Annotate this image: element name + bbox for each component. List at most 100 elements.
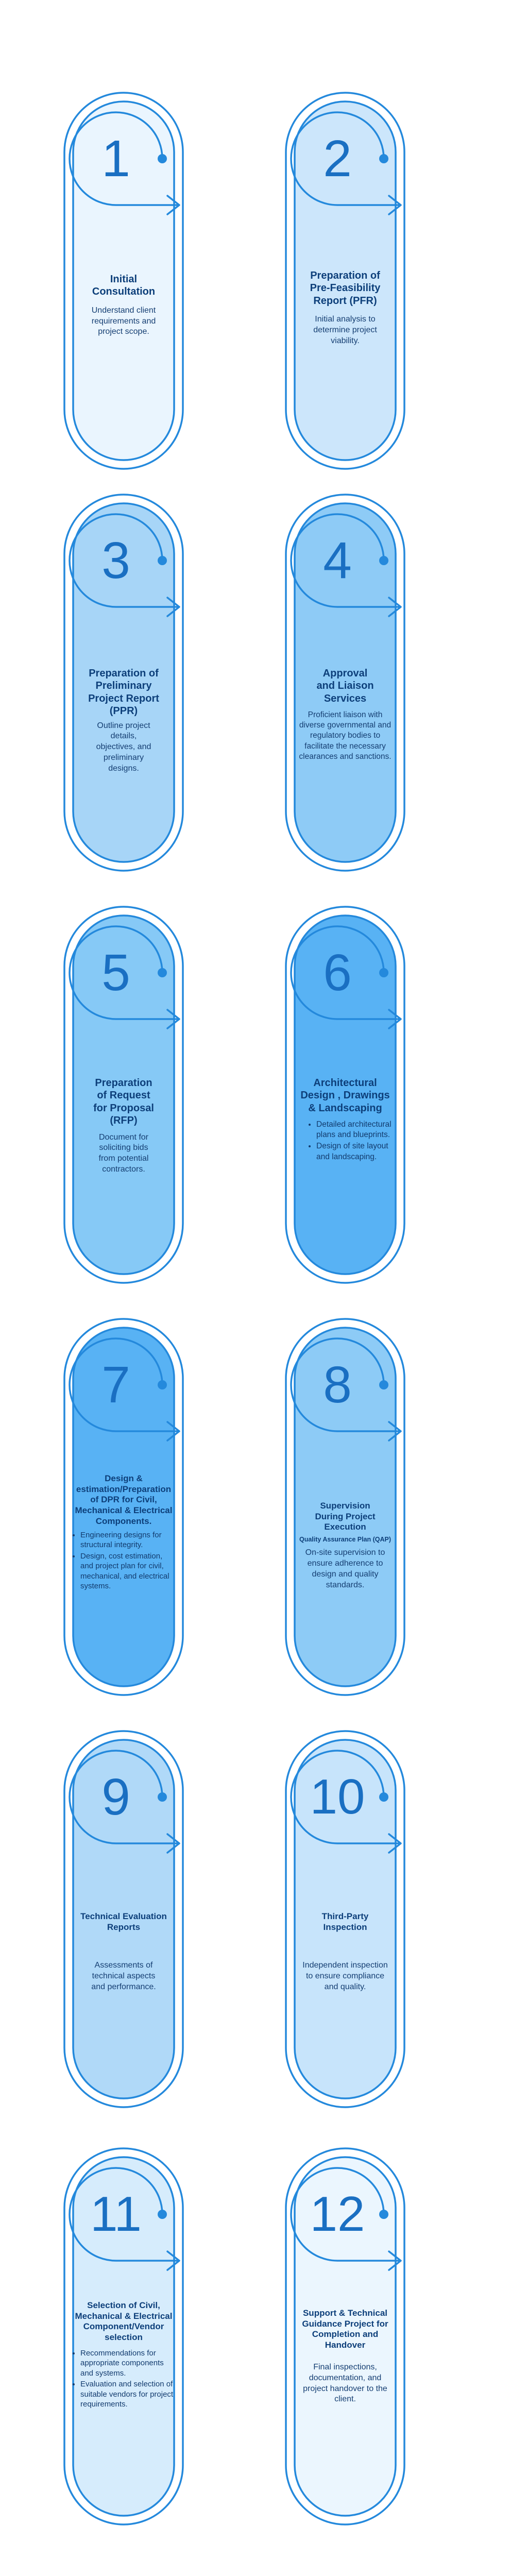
inner-pill: [294, 100, 397, 461]
step-title: Technical Evaluation Reports: [80, 1911, 167, 1932]
step-description: Outline project details, objectives, and…: [96, 721, 151, 773]
arrow-head-icon: [166, 1421, 180, 1442]
arrow-head-icon: [388, 1421, 402, 1442]
arrow-head-icon: [166, 1009, 180, 1029]
bullet-item: Design of site layout and landscaping.: [316, 1141, 392, 1162]
bullet-item: Recommendations for appropriate componen…: [80, 2348, 175, 2379]
step-content: Approval and Liaison Services Proficient…: [299, 667, 392, 762]
step-content: Supervision During Project Execution Qua…: [294, 1501, 397, 1590]
hook-dot: [158, 1380, 167, 1389]
step-content: Third-Party Inspection Independent inspe…: [299, 1911, 392, 1993]
step-number: 6: [323, 944, 352, 1002]
arrow-head-icon: [166, 1833, 180, 1854]
hook-dot: [158, 154, 167, 163]
step-title: Supervision During Project Execution: [315, 1501, 376, 1532]
step-title: Selection of Civil, Mechanical & Electri…: [75, 2300, 173, 2343]
pill-outline: [285, 494, 405, 872]
arrow-head-icon: [388, 1009, 402, 1029]
step-title: Support & Technical Guidance Project for…: [302, 2308, 388, 2350]
hook-dot: [379, 1792, 388, 1802]
arrow-head-icon: [166, 597, 180, 617]
pill-outline: [285, 2147, 405, 2526]
step-description: Understand client requirements and proje…: [91, 306, 156, 336]
step-subtitle: Quality Assurance Plan (QAP): [299, 1536, 392, 1544]
pill-outline: [63, 906, 184, 1284]
pill-outline: [285, 1318, 405, 1696]
bullet-item: Engineering designs for structural integ…: [80, 1530, 175, 1550]
step-bullets: Recommendations for appropriate componen…: [72, 2348, 175, 2410]
pill-outline: [63, 1318, 184, 1696]
hook-dot: [379, 2210, 388, 2219]
arrow-head-icon: [388, 195, 402, 215]
step-title: Design & estimation/Preparation of DPR f…: [75, 1473, 173, 1526]
step-title: Architectural Design , Drawings & Landsc…: [300, 1077, 390, 1114]
step-description: Assessments of technical aspects and per…: [91, 1961, 156, 1992]
hook-dot: [379, 1380, 388, 1389]
inner-pill: [72, 914, 175, 1275]
pill-outline: [285, 1730, 405, 2108]
hook-line: [69, 111, 179, 206]
step-title: Approval and Liaison Services: [316, 668, 374, 704]
step-content: Preparation of Request for Proposal (RFP…: [77, 1077, 170, 1175]
step-number: 1: [101, 130, 130, 188]
inner-pill: [72, 1739, 175, 2099]
bullet-item: Evaluation and selection of suitable ven…: [80, 2379, 175, 2410]
hook-dot: [379, 556, 388, 565]
step-description: On-site supervision to ensure adherence …: [305, 1548, 385, 1589]
bullet-item: Design, cost estimation, and project pla…: [80, 1551, 175, 1591]
step-description: Initial analysis to determine project vi…: [313, 315, 377, 345]
step-content: Preparation of Preliminary Project Repor…: [77, 667, 170, 774]
step-title: Initial Consultation: [92, 274, 156, 298]
step-number: 2: [323, 130, 352, 188]
step-content: Support & Technical Guidance Project for…: [294, 2308, 397, 2405]
hook-line: [69, 1750, 179, 1844]
hook-line: [290, 1750, 400, 1844]
arrow-head-icon: [388, 597, 402, 617]
hook-line: [290, 111, 400, 206]
step-description: Document for soliciting bids from potent…: [98, 1132, 149, 1174]
step-number: 4: [323, 532, 352, 589]
pill-outline: [285, 906, 405, 1284]
inner-pill: [294, 1739, 397, 2099]
inner-pill: [72, 1327, 175, 1687]
pill-outline: [63, 1730, 184, 2108]
step-title: Preparation of Request for Proposal (RFP…: [93, 1077, 154, 1127]
step-content: Technical Evaluation Reports Assessments…: [77, 1911, 170, 1993]
step-content: Preparation of Pre-Feasibility Report (P…: [299, 269, 392, 347]
pill-outline: [63, 2147, 184, 2526]
step-number: 10: [310, 1769, 365, 1824]
inner-pill: [72, 2156, 175, 2517]
inner-pill: [294, 914, 397, 1275]
step-content: Initial Consultation Understand client r…: [77, 273, 170, 337]
hook-dot: [379, 154, 388, 163]
step-number: 9: [101, 1768, 130, 1826]
hook-line: [290, 1337, 400, 1432]
hook-line: [69, 2167, 179, 2262]
inner-pill: [294, 502, 397, 863]
step-number: 12: [310, 2187, 365, 2242]
inner-pill: [294, 2156, 397, 2517]
hook-line: [69, 925, 179, 1020]
arrow-head-icon: [166, 195, 180, 215]
inner-pill: [72, 100, 175, 461]
step-number: 8: [323, 1356, 352, 1414]
step-content: Design & estimation/Preparation of DPR f…: [72, 1473, 175, 1592]
hook-line: [290, 925, 400, 1020]
hook-line: [69, 513, 179, 608]
step-number: 3: [101, 532, 130, 589]
step-content: Architectural Design , Drawings & Landsc…: [299, 1077, 392, 1163]
arrow-head-icon: [388, 1833, 402, 1854]
step-title: Preparation of Pre-Feasibility Report (P…: [310, 270, 381, 307]
hook-dot: [158, 556, 167, 565]
pill-outline: [63, 92, 184, 470]
hook-line: [69, 1337, 179, 1432]
step-content: Selection of Civil, Mechanical & Electri…: [72, 2300, 175, 2411]
arrow-head-icon: [388, 2250, 402, 2271]
step-description: Proficient liaison with diverse governme…: [299, 710, 392, 761]
step-description: Independent inspection to ensure complia…: [302, 1961, 388, 1992]
inner-pill: [294, 1327, 397, 1687]
step-bullets: Detailed architectural plans and bluepri…: [299, 1120, 392, 1162]
pill-outline: [285, 92, 405, 470]
step-description: Final inspections, documentation, and pr…: [303, 2362, 387, 2404]
step-bullets: Engineering designs for structural integ…: [72, 1530, 175, 1591]
